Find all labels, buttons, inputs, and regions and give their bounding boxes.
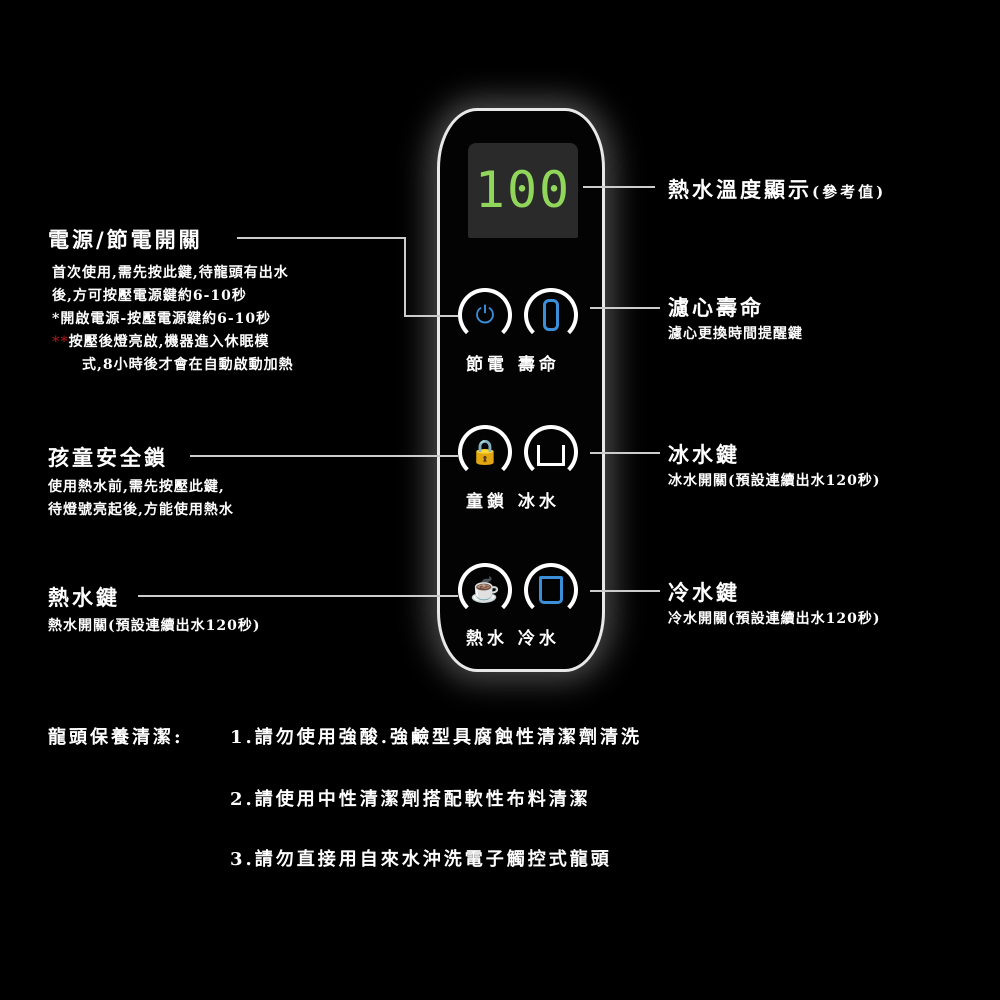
child-lock-desc: 使用熱水前,需先按壓此鍵,待燈號亮起後,方能使用熱水 [48,479,234,518]
hot-cup-icon: ☕ [470,576,500,604]
maintenance-item: 2.請使用中性清潔劑搭配軟性布料清潔 [230,789,591,810]
child-lock-title: 孩童安全鎖 [48,445,168,470]
filter-life-title: 濾心壽命 [668,295,764,320]
power-desc: 首次使用,需先按此鍵,待龍頭有出水後,方可按壓電源鍵約6-10秒*開啟電源-按壓… [52,265,294,373]
hot-water-title: 熱水鍵 [48,585,120,610]
cold-water-title: 冷水鍵 [668,580,740,605]
connector-line [590,307,660,309]
ice-water-desc: 冰水開關(預設連續出水120秒) [668,473,881,489]
filter-life-button[interactable] [524,288,578,342]
temperature-display: 100 [468,143,578,238]
power-title: 電源/節電開關 [48,227,203,252]
connector-line [190,455,458,457]
connector-line [138,595,458,597]
button-labels-row2: 童鎖 冰水 [466,492,560,512]
button-labels-row3: 熱水 冷水 [466,629,560,649]
connector-line [590,452,660,454]
power-icon: ⏻ [475,301,495,329]
ice-water-button[interactable] [524,425,578,479]
connector-line [590,590,660,592]
hot-water-button[interactable]: ☕ [458,563,512,617]
connector-line [237,237,405,239]
connector-line [404,315,458,317]
connector-line [404,237,406,316]
lock-icon: 🔒 [470,438,500,466]
ice-water-title: 冰水鍵 [668,442,740,467]
maintenance-item: 3.請勿直接用自來水沖洗電子觸控式龍頭 [230,849,612,870]
hot-water-desc: 熱水開關(預設連續出水120秒) [48,618,261,634]
maintenance-title: 龍頭保養清潔: [48,727,184,748]
filter-icon [543,299,559,331]
cup-icon [539,576,563,604]
connector-line [583,186,655,188]
button-labels-row1: 節電 壽命 [466,355,560,375]
child-lock-button[interactable]: 🔒 [458,425,512,479]
cold-water-desc: 冷水開關(預設連續出水120秒) [668,611,881,627]
power-button[interactable]: ⏻ [458,288,512,342]
filter-life-desc: 濾心更換時間提醒鍵 [668,326,803,342]
maintenance-item: 1.請勿使用強酸.強鹼型具腐蝕性清潔劑清洗 [230,727,643,748]
temp-display-title: 熱水溫度顯示(參考值) [668,177,887,202]
ice-icon [537,444,565,466]
cold-water-button[interactable] [524,563,578,617]
